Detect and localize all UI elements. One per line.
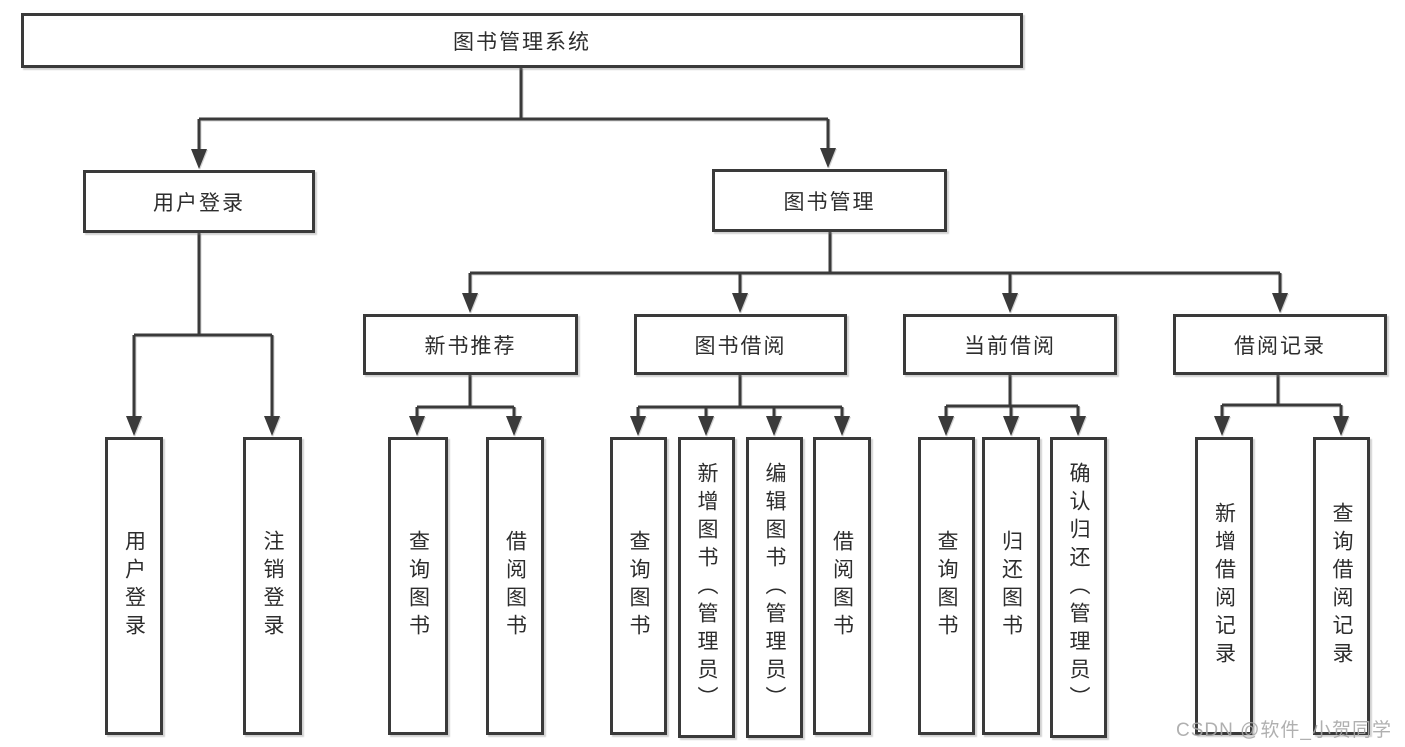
leaf-add-borrow-record: 新增借阅记录: [1195, 437, 1253, 735]
leaf-logout: 注销登录: [243, 437, 302, 735]
leaf-borrow-books-recommend: 借阅图书: [486, 437, 544, 735]
node-book-management: 图书管理: [712, 169, 947, 232]
leaf-query-books-recommend: 查询图书: [388, 437, 448, 735]
node-user-login: 用户登录: [83, 170, 315, 233]
leaf-return-books: 归还图书: [982, 437, 1040, 735]
csdn-watermark: CSDN @软件_小贺同学: [1176, 720, 1392, 741]
node-library-system: 图书管理系统: [21, 13, 1023, 68]
leaf-user-login: 用户登录: [105, 437, 163, 735]
node-borrowing-records: 借阅记录: [1173, 314, 1387, 375]
leaf-query-borrow-record: 查询借阅记录: [1313, 437, 1370, 735]
leaf-add-book-admin: 新增图书（管理员）: [678, 437, 735, 738]
node-current-borrowing: 当前借阅: [903, 314, 1117, 375]
connector-segments: [132, 68, 1343, 420]
leaf-edit-book-admin: 编辑图书（管理员）: [746, 437, 803, 738]
node-book-borrowing: 图书借阅: [634, 314, 847, 375]
node-new-book-recommendation: 新书推荐: [363, 314, 578, 375]
leaf-query-books-borrowing: 查询图书: [610, 437, 667, 735]
leaf-query-books-current: 查询图书: [918, 437, 975, 735]
leaf-borrow-books-borrowing: 借阅图书: [813, 437, 871, 735]
leaf-confirm-return-admin: 确认归还（管理员）: [1050, 437, 1107, 738]
